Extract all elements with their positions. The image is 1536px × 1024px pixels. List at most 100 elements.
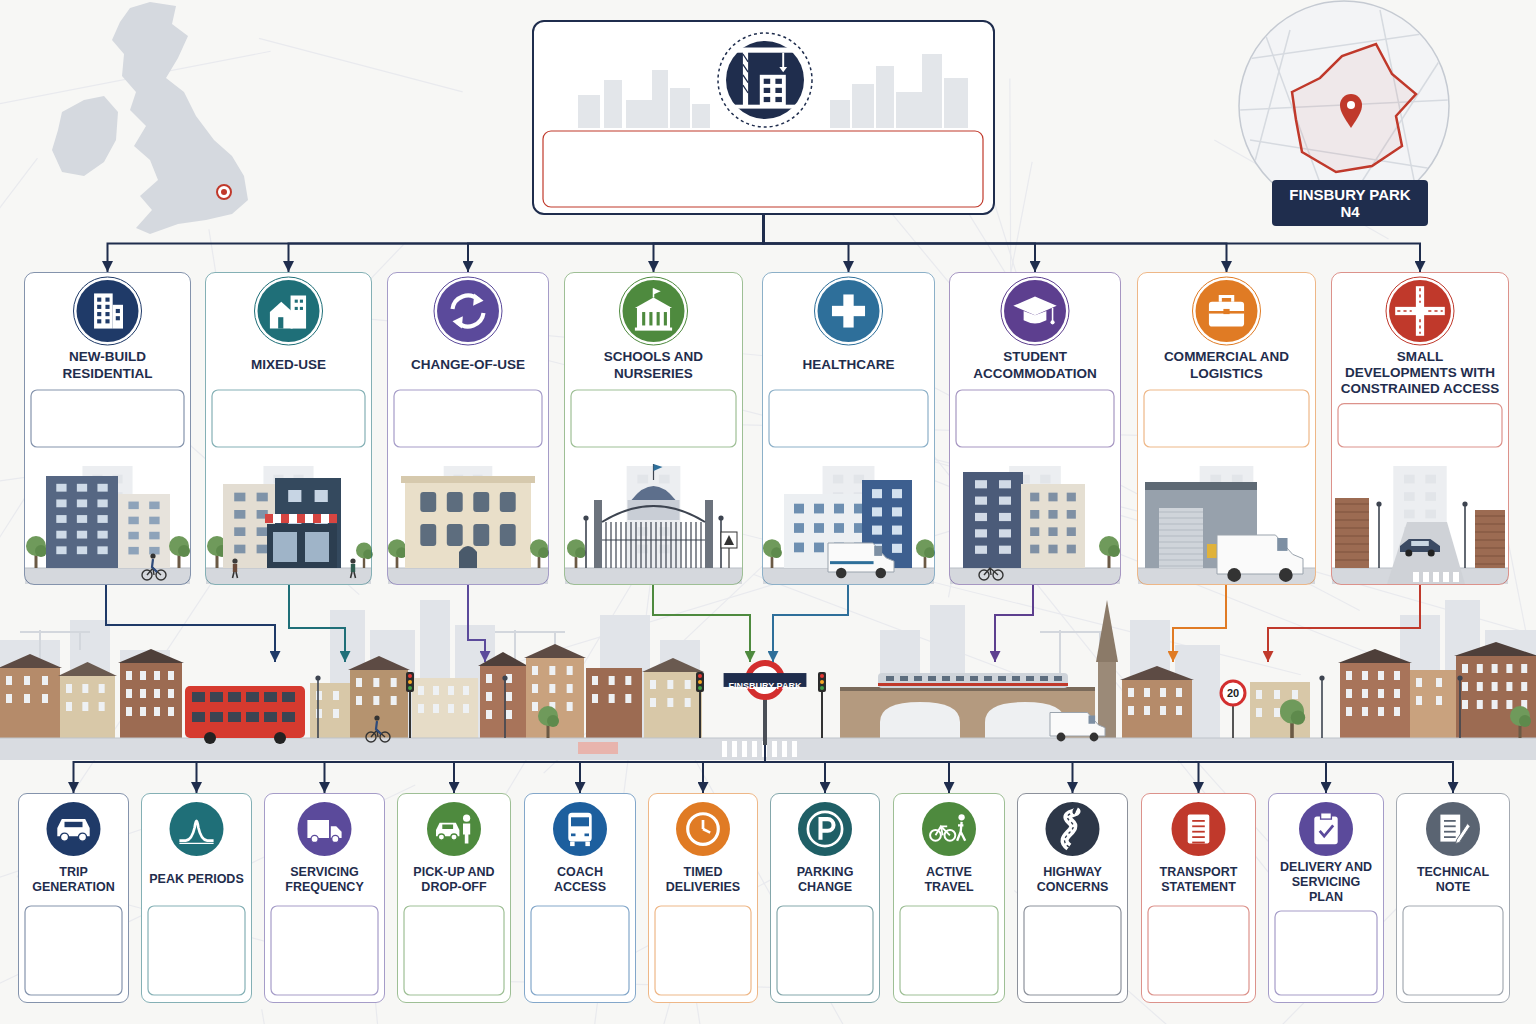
illustration-shape [105,298,109,302]
illustration-shape [463,686,469,695]
illustration-shape [1400,539,1440,552]
illustration-shape [56,484,66,492]
illustration-shape [1279,568,1293,582]
illustration-shape [999,513,1011,521]
illustration-shape [168,671,174,680]
illustration-shape [602,506,705,522]
topic-card: ACTIVE TRAVEL [893,793,1005,1003]
illustration-shape [1196,280,1258,342]
illustration-shape [814,523,824,533]
category-panel [24,272,191,585]
illustration-shape [233,564,237,572]
topic-card: SERVICING FREQUENCY [264,793,385,1003]
category-panel [762,272,935,585]
illustration-shape [295,300,298,303]
illustration-shape [24,694,30,703]
illustration-shape [623,280,685,342]
street-band: FINSBURY PARK [0,662,1536,745]
topic-card: TRANSPORT STATEMENT [1141,793,1256,1003]
illustration-shape [667,698,673,707]
topic-panel [141,793,252,1003]
category-card: MIXED-USE [205,272,372,585]
illustration-shape [1160,688,1166,697]
illustration-shape [140,707,146,716]
illustration-shape [1346,689,1352,698]
illustration-shape [808,812,842,846]
illustration-shape [448,686,454,695]
illustration-shape [1475,556,1505,557]
card-heading: HIGHWAY CONCERNS [1018,865,1127,895]
illustration-shape [427,802,481,856]
illustration-shape [291,296,307,329]
illustration-shape [406,672,414,692]
illustration-shape [255,277,323,345]
illustration-shape [620,277,688,345]
illustration-shape [1148,906,1249,995]
illustration-shape [650,680,656,689]
illustration-shape [0,668,60,738]
illustration-shape [278,317,283,328]
illustration-shape [642,658,704,672]
illustration-shape [696,672,704,692]
illustration-shape [99,684,105,693]
illustration-shape [1024,311,1047,323]
illustration-shape [984,676,992,681]
illustration-shape [999,546,1011,554]
illustration-shape [772,741,777,757]
illustration-shape [632,486,676,500]
illustration-shape [655,522,656,568]
illustration-shape [1320,825,1334,836]
illustration-shape [949,272,1121,585]
illustration-shape [775,79,782,84]
illustration-shape [820,686,824,690]
illustration-group [1209,297,1244,327]
category-panel [1331,272,1509,585]
illustration-shape [289,514,297,523]
card-panels [18,272,1510,1003]
illustration-shape [524,793,636,1003]
illustration-shape [649,312,652,325]
illustration-shape [764,88,771,93]
category-card: NEW-BUILD RESIDENTIAL [24,272,191,585]
illustration-shape [1462,700,1468,709]
illustration-shape [592,694,598,703]
illustration-shape [832,306,865,316]
illustration-shape [1144,706,1150,715]
illustration-shape [77,499,87,507]
illustration-shape [315,675,320,680]
illustration-shape [975,513,987,521]
illustration-shape [770,793,880,1003]
illustration-shape [105,312,109,316]
illustration-shape [763,539,781,557]
illustration-shape [1057,733,1066,742]
illustration-shape [872,489,882,498]
illustration-shape [178,554,181,568]
illustration-shape [1394,689,1400,698]
illustration-shape [1454,642,1536,656]
illustration-shape [764,79,771,84]
illustration-shape [1067,493,1076,502]
illustration-shape [105,305,109,309]
illustration-shape [356,696,362,705]
illustration-shape [1397,288,1442,333]
illustration-shape [170,802,224,856]
illustration-shape [565,568,742,584]
illustration-shape [1052,308,1054,321]
illustration-shape [351,572,353,578]
illustration-shape [113,305,123,329]
illustration-shape [975,497,987,505]
illustration-shape [212,390,365,447]
illustration-shape [264,793,385,1003]
illustration-shape [154,671,160,680]
illustration-shape [66,684,72,693]
illustration-shape [473,492,489,512]
illustration-shape [206,568,371,584]
illustration-shape [583,515,588,520]
illustration-group [808,812,842,846]
illustration-shape [1268,793,1384,1003]
illustration-shape [257,527,268,536]
illustration-shape [233,572,235,578]
illustration-shape [609,694,615,703]
illustration-shape [265,514,273,523]
